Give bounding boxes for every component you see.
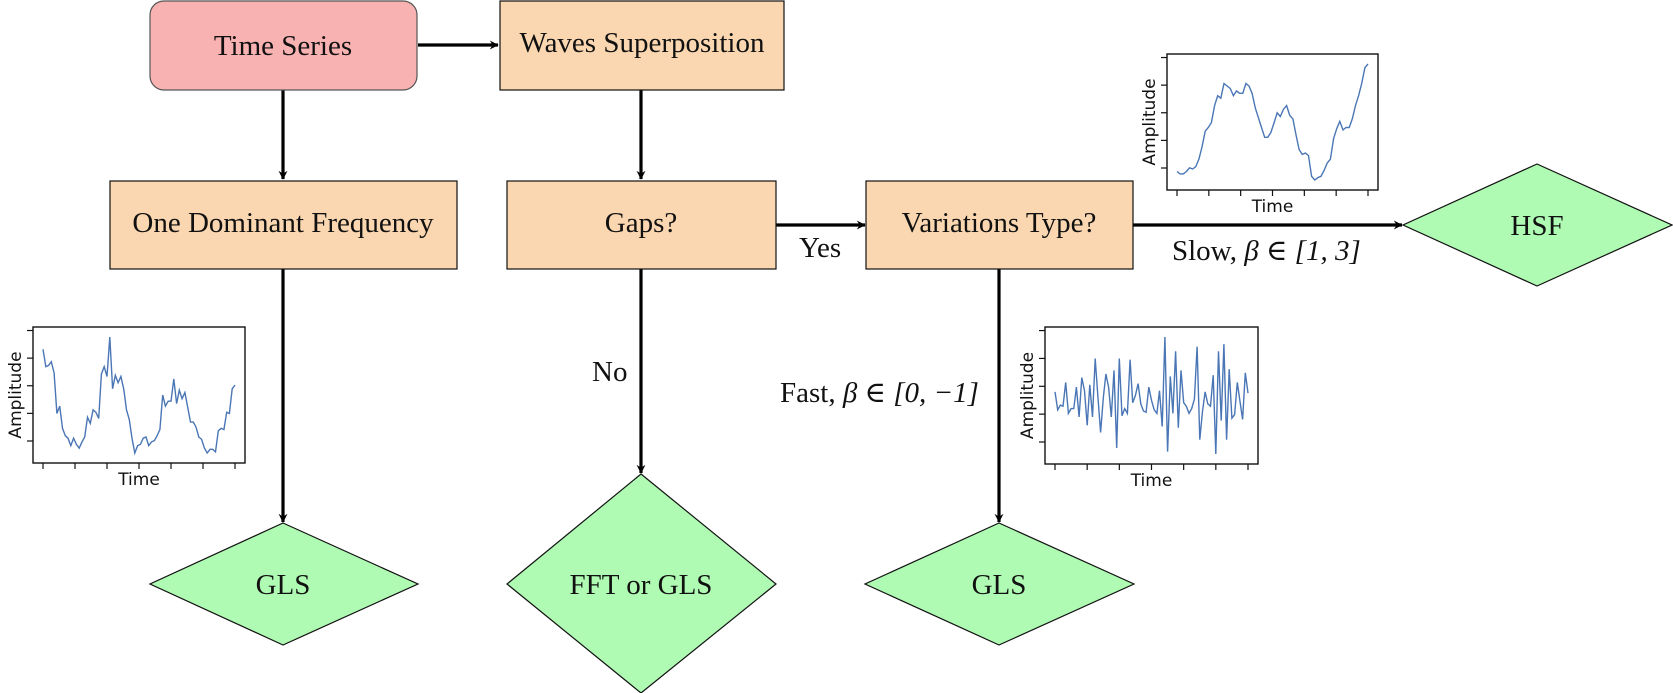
node-label: HSF: [1510, 210, 1563, 242]
plot-frame: [32, 326, 246, 464]
node-hsf: HSF: [1401, 163, 1673, 287]
y-axis-label: Amplitude: [1018, 352, 1038, 439]
edges: [278, 40, 1403, 523]
node-label: Time Series: [214, 30, 352, 62]
node-time-series: Time Series: [149, 0, 418, 91]
node-variations-type: Variations Type?: [865, 180, 1134, 270]
edge-label-slow-prefix: Slow,: [1172, 235, 1244, 267]
node-label: GLS: [972, 569, 1027, 601]
inset-plot-periodic: Time Amplitude: [6, 326, 246, 490]
plot-series-line: [42, 336, 236, 456]
y-axis-label: Amplitude: [1140, 78, 1160, 165]
edge-label-slow-math: β ∈ [1, 3]: [1243, 235, 1360, 267]
edge-label-yes: Yes: [799, 232, 841, 264]
x-axis-label: Time: [117, 470, 160, 490]
node-label: Waves Superposition: [520, 27, 765, 59]
edge-label-fast-prefix: Fast,: [780, 377, 843, 409]
node-label: Gaps?: [605, 207, 677, 239]
node-waves-superposition: Waves Superposition: [499, 0, 785, 91]
node-label: One Dominant Frequency: [132, 207, 434, 239]
node-one-dominant-frequency: One Dominant Frequency: [109, 180, 458, 270]
node-gls-left: GLS: [148, 522, 420, 646]
edge-label-no: No: [592, 356, 627, 388]
inset-plot-slow: Time Amplitude: [1140, 53, 1379, 217]
inset-plot-fast: Time Amplitude: [1018, 326, 1259, 491]
node-gaps: Gaps?: [506, 180, 777, 270]
x-axis-label: Time: [1251, 197, 1294, 217]
node-fft-or-gls: FFT or GLS: [506, 473, 777, 693]
node-label: FFT or GLS: [570, 569, 713, 601]
plot-frame: [1166, 53, 1379, 191]
node-label: Variations Type?: [902, 207, 1097, 239]
edge-label-fast-math: β ∈ [0, −1]: [842, 377, 979, 409]
node-gls-right: GLS: [863, 522, 1136, 646]
node-label: GLS: [256, 569, 311, 601]
plot-series-line: [1176, 63, 1369, 181]
edge-label-fast: Fast, β ∈ [0, −1]: [780, 377, 979, 409]
y-axis-label: Amplitude: [6, 351, 26, 438]
x-axis-label: Time: [1130, 471, 1173, 491]
plot-series-line: [1054, 336, 1249, 455]
edge-label-slow: Slow, β ∈ [1, 3]: [1172, 235, 1361, 267]
